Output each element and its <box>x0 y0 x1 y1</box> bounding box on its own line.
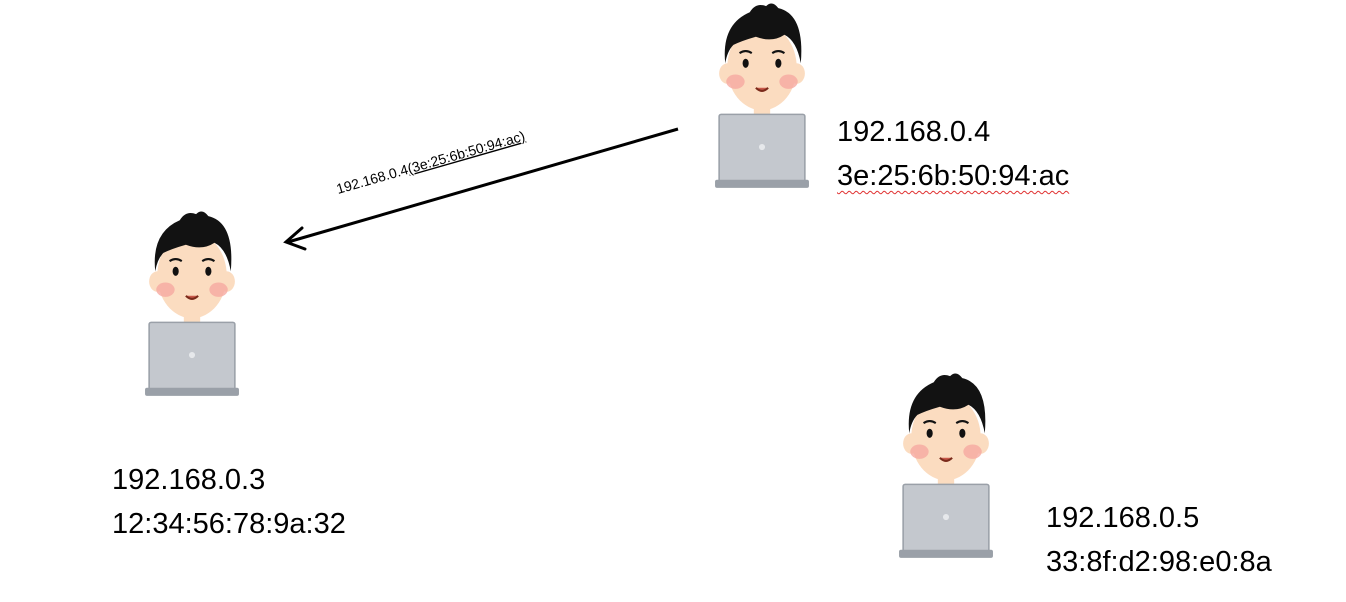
host-mac: 12:34:56:78:9a:32 <box>112 508 346 540</box>
person-with-laptop-icon <box>145 211 239 396</box>
host-mac: 3e:25:6b:50:94:ac <box>837 160 1070 192</box>
message-mac: (3e:25:6b:50:94:ac) <box>406 128 527 177</box>
host-label-0-5: 192.168.0.5 33:8f:d2:98:e0:8a <box>1046 496 1272 584</box>
host-ip: 192.168.0.3 <box>112 464 266 496</box>
message-label: 192.168.0.4(3e:25:6b:50:94:ac) <box>334 128 526 197</box>
person-with-laptop-icon <box>899 373 993 558</box>
host-label-0-3: 192.168.0.3 12:34:56:78:9a:32 <box>112 458 346 546</box>
host-mac: 33:8f:d2:98:e0:8a <box>1046 546 1272 578</box>
arrow-head-icon <box>283 226 307 251</box>
host-ip: 192.168.0.4 <box>837 116 991 148</box>
host-label-0-4: 192.168.0.4 3e:25:6b:50:94:ac <box>837 110 1069 198</box>
message-arrow-line <box>287 127 679 244</box>
host-figure-0-3 <box>136 208 248 402</box>
message-ip: 192.168.0.4 <box>334 161 410 197</box>
host-ip: 192.168.0.5 <box>1046 502 1200 534</box>
host-figure-0-5 <box>890 370 1002 564</box>
person-with-laptop-icon <box>715 3 809 188</box>
host-figure-0-4 <box>706 0 818 194</box>
